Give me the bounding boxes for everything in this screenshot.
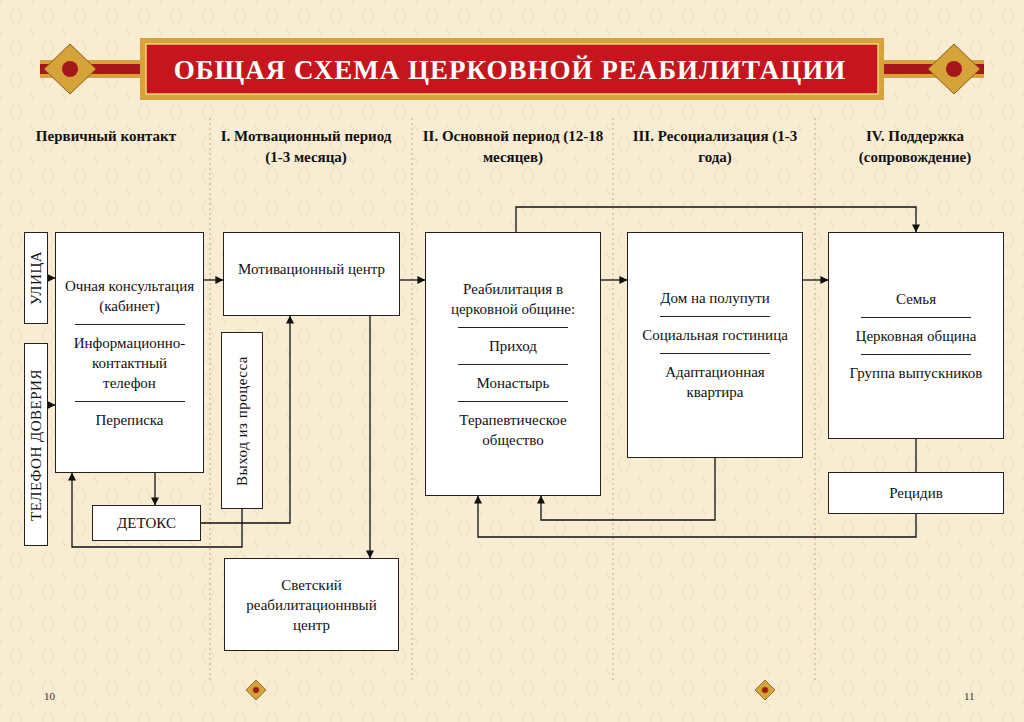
process-box: Реабилитация в церковной общине: ПриходМо… — [425, 232, 601, 496]
connector-arrow — [601, 279, 627, 280]
period-header: II. Основной период (12-18 месяцев) — [421, 126, 605, 168]
diagram-title: ОБЩАЯ СХЕМА ЦЕРКОВНОЙ РЕАБИЛИТАЦИИ — [160, 48, 860, 92]
vertical-box: Выход из процесса — [221, 332, 263, 509]
period-header: III. Ресоциализация (1-3 года) — [623, 126, 807, 168]
divider-rule — [75, 401, 185, 402]
node-text: Информационно-контактный телефон — [64, 333, 195, 393]
divider-rule — [458, 327, 568, 328]
connector-arrow — [516, 207, 916, 232]
node-text: Очная консультация (кабинет) — [64, 276, 195, 316]
divider-rule — [75, 324, 185, 325]
node-text: Приход — [489, 336, 537, 356]
node-text: Дом на полупути — [660, 288, 770, 308]
node-text: Церковная община — [856, 326, 977, 346]
process-box: Рецидив — [828, 472, 1004, 514]
node-text: Переписка — [95, 410, 163, 430]
connector-arrow — [154, 473, 155, 505]
connector-arrow — [201, 316, 290, 523]
connector-arrow — [400, 279, 425, 280]
node-text: ТЕЛЕФОН ДОВЕРИЯ — [27, 369, 45, 521]
divider-rule — [861, 354, 971, 355]
node-text: Выход из процесса — [233, 356, 251, 486]
page-number: 10 — [44, 690, 55, 702]
period-header: I. Мотвационный период (1-3 месяца) — [214, 126, 398, 168]
connector-arrow — [72, 473, 242, 547]
node-text: ДЕТОКС — [117, 513, 176, 533]
connector-arrow — [48, 404, 55, 405]
divider-rule — [458, 401, 568, 402]
node-text: Терапевтическое общество — [434, 410, 592, 450]
divider-rule — [660, 316, 770, 317]
connector-arrow — [915, 439, 916, 472]
node-text: Светский реабилитационнвый центр — [233, 575, 390, 635]
connector-arrow — [369, 316, 370, 558]
title-banner — [40, 38, 984, 100]
divider-rule — [458, 364, 568, 365]
divider-rule — [861, 317, 971, 318]
process-box: Очная консультация (кабинет) Информационн… — [55, 232, 204, 473]
node-text: УЛИЦА — [27, 251, 45, 305]
process-box: Мотивационный центр — [223, 232, 400, 316]
process-box: Светский реабилитационнвый центр — [224, 558, 399, 651]
node-text: Социальная гостиница — [642, 325, 788, 345]
period-separators — [210, 118, 815, 680]
node-text: Группа выпускников — [850, 363, 983, 383]
node-text: Семья — [896, 289, 936, 309]
process-box: ДЕТОКС — [92, 505, 201, 541]
process-box: Дом на полупутиСоциальная гостиницаАдапт… — [627, 232, 803, 458]
period-header: Первичный контакт — [14, 126, 198, 147]
connector-arrow — [204, 279, 223, 280]
page-number: 11 — [964, 690, 975, 702]
node-text: Рецидив — [889, 483, 943, 503]
connector-arrow — [803, 279, 828, 280]
node-text: Мотивационный центр — [238, 259, 385, 279]
vertical-box: УЛИЦА — [24, 232, 48, 324]
node-text: Адаптационная квартира — [636, 362, 794, 402]
connector-arrow — [48, 277, 55, 278]
node-text: Монастырь — [477, 373, 550, 393]
node-text: Реабилитация в церковной общине: — [434, 279, 592, 319]
divider-rule — [660, 353, 770, 354]
vertical-box: ТЕЛЕФОН ДОВЕРИЯ — [24, 343, 48, 546]
period-header: IV. Поддержка (сопровождение) — [823, 126, 1007, 168]
process-box: СемьяЦерковная общинаГруппа выпускников — [828, 232, 1004, 439]
footer-ornaments — [246, 680, 775, 700]
